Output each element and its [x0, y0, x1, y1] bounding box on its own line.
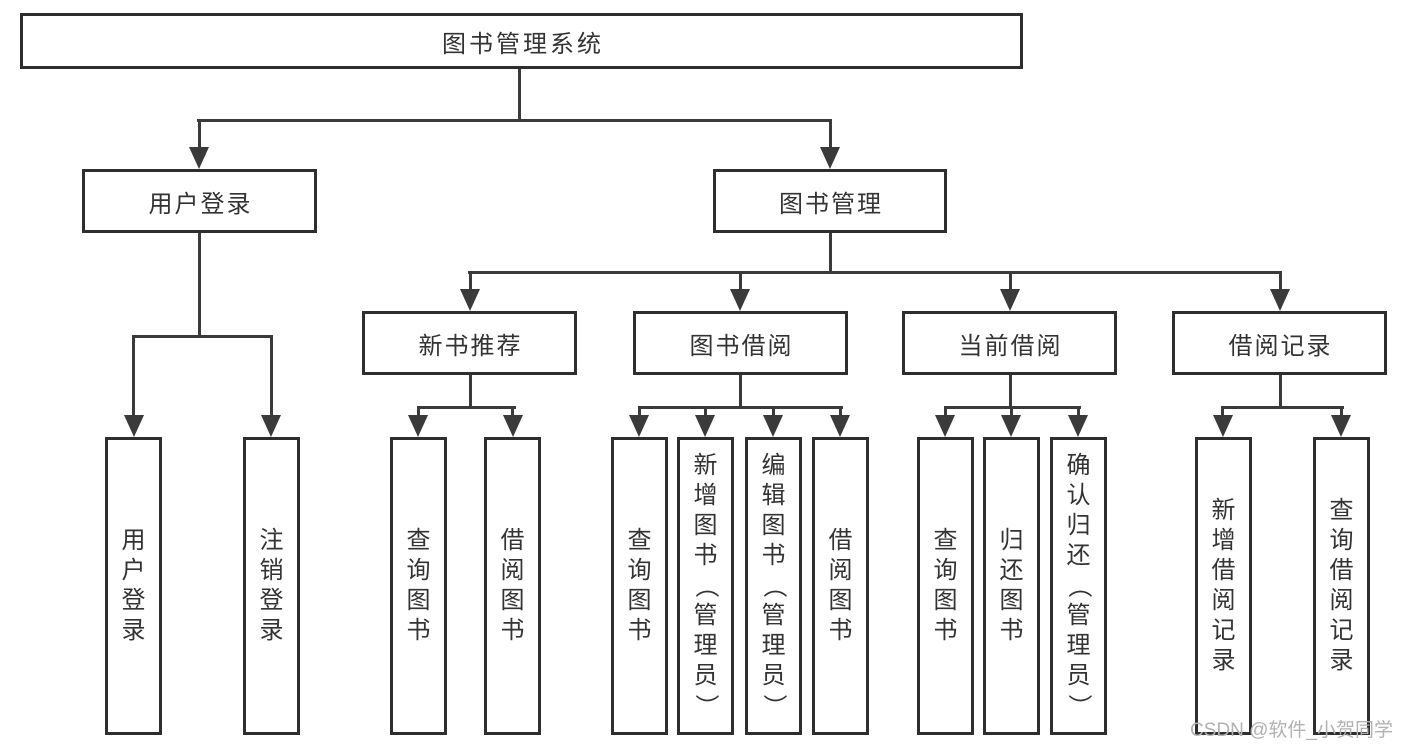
arrow-down-icon	[460, 289, 480, 311]
connector-line	[638, 406, 843, 409]
connector-line	[772, 406, 775, 418]
connector-line	[417, 406, 420, 418]
arrow-down-icon	[261, 415, 281, 437]
node-library-system: 图书管理系统	[20, 13, 1023, 69]
connector-line	[518, 69, 521, 122]
leaf-query-books-current: 查询图书	[917, 437, 974, 735]
connector-line	[1221, 406, 1224, 418]
connector-line	[417, 406, 516, 409]
arrow-down-icon	[629, 415, 649, 437]
connector-line	[739, 375, 742, 409]
arrow-down-icon	[189, 147, 209, 169]
node-book-management: 图书管理	[713, 169, 947, 233]
connector-line	[944, 406, 947, 418]
arrow-down-icon	[1331, 415, 1351, 437]
connector-line	[1009, 271, 1012, 293]
connector-line	[198, 233, 201, 338]
node-user-login: 用户登录	[82, 169, 317, 233]
leaf-borrow-books-recommend: 借阅图书	[484, 437, 541, 735]
connector-line	[132, 335, 273, 338]
arrow-down-icon	[1270, 289, 1290, 311]
arrow-down-icon	[1001, 415, 1021, 437]
connector-line	[270, 335, 273, 417]
connector-line	[197, 119, 832, 122]
connector-line	[469, 271, 472, 293]
leaf-query-books-recommend: 查询图书	[390, 437, 447, 735]
arrow-down-icon	[730, 289, 750, 311]
arrow-down-icon	[763, 415, 783, 437]
arrow-down-icon	[1068, 415, 1088, 437]
connector-line	[132, 335, 135, 417]
watermark: CSDN @软件_小贺同学	[1190, 720, 1393, 741]
leaf-user-login: 用户登录	[105, 437, 162, 735]
connector-line	[1340, 406, 1343, 418]
leaf-logout: 注销登录	[243, 437, 300, 735]
node-new-book-recommend: 新书推荐	[362, 311, 577, 375]
node-current-borrow: 当前借阅	[902, 311, 1117, 375]
connector-line	[198, 119, 201, 151]
arrow-down-icon	[1213, 415, 1233, 437]
leaf-query-borrow-record: 查询借阅记录	[1313, 437, 1370, 735]
arrow-down-icon	[695, 415, 715, 437]
connector-line	[829, 119, 832, 151]
leaf-borrow-books: 借阅图书	[812, 437, 869, 735]
connector-line	[839, 406, 842, 418]
connector-line	[829, 233, 832, 274]
arrow-down-icon	[1000, 289, 1020, 311]
arrow-down-icon	[408, 415, 428, 437]
arrow-down-icon	[935, 415, 955, 437]
connector-line	[739, 271, 742, 293]
connector-line	[638, 406, 641, 418]
connector-line	[1009, 375, 1012, 409]
leaf-query-books-borrow: 查询图书	[611, 437, 668, 735]
leaf-return-books: 归还图书	[983, 437, 1040, 735]
leaf-add-borrow-record: 新增借阅记录	[1195, 437, 1252, 735]
leaf-add-book-admin: 新增图书（管理员）	[677, 437, 734, 735]
connector-line	[1077, 406, 1080, 418]
leaf-confirm-return-admin: 确认归还（管理员）	[1050, 437, 1107, 735]
connector-line	[469, 375, 472, 409]
arrow-down-icon	[830, 415, 850, 437]
connector-line	[468, 271, 1282, 274]
arrow-down-icon	[820, 147, 840, 169]
node-borrow-records: 借阅记录	[1172, 311, 1387, 375]
connector-line	[1221, 406, 1344, 409]
arrow-down-icon	[503, 415, 523, 437]
node-book-borrow: 图书借阅	[633, 311, 848, 375]
connector-line	[1279, 271, 1282, 293]
arrow-down-icon	[124, 415, 144, 437]
connector-line	[704, 406, 707, 418]
connector-line	[1010, 406, 1013, 418]
connector-line	[1279, 375, 1282, 409]
leaf-edit-book-admin: 编辑图书（管理员）	[745, 437, 802, 735]
connector-line	[511, 406, 514, 418]
